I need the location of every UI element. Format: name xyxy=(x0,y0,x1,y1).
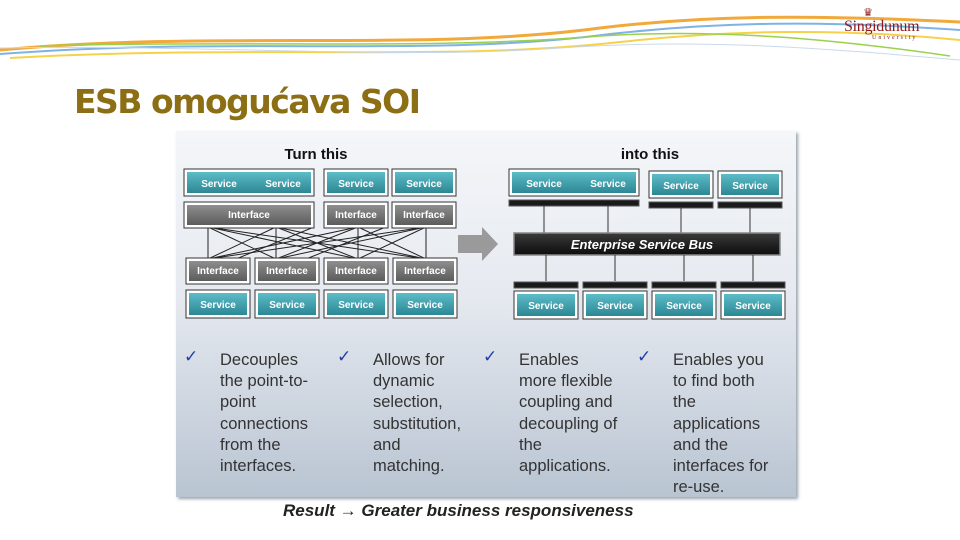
crest-icon: ♛ xyxy=(863,7,873,19)
header-swoosh-decoration xyxy=(0,15,960,61)
benefit-text: Allows for dynamic selection, substituti… xyxy=(373,351,462,476)
esb-label: Enterprise Service Bus xyxy=(571,237,713,252)
service-label: Service xyxy=(528,301,564,312)
esb-figure-panel: Turn this into this Service Service Serv… xyxy=(176,131,796,497)
checkmark-icon: ✓ xyxy=(637,347,652,367)
interface-label: Interface xyxy=(335,266,377,277)
interface-label: Interface xyxy=(197,266,239,277)
service-label: Service xyxy=(269,300,305,311)
left-top-service-group: Service Service Service Service xyxy=(183,168,457,197)
right-bottom-interface-bars xyxy=(513,255,786,289)
service-label: Service xyxy=(265,179,301,190)
esb-diagram: Turn this into this Service Service Serv… xyxy=(183,146,786,320)
service-label: Service xyxy=(338,179,374,190)
service-label: Service xyxy=(407,300,443,311)
point-to-point-lines xyxy=(207,226,427,260)
service-label: Service xyxy=(406,179,442,190)
right-bottom-service-group: Service Service Service Service xyxy=(513,290,786,320)
service-label: Service xyxy=(590,179,626,190)
right-top-interface-bars xyxy=(508,199,783,235)
result-caption: Result → Greater business responsiveness xyxy=(283,501,634,520)
benefit-text: Decouples the point-to- point connection… xyxy=(220,351,309,476)
interface-label: Interface xyxy=(403,210,445,221)
service-label: Service xyxy=(597,301,633,312)
service-label: Service xyxy=(732,181,768,192)
service-label: Service xyxy=(526,179,562,190)
service-label: Service xyxy=(666,301,702,312)
right-heading: into this xyxy=(621,146,679,163)
university-logo: ♛ Singidunum University xyxy=(842,8,934,42)
checkmark-icon: ✓ xyxy=(184,347,199,367)
left-heading: Turn this xyxy=(284,146,347,163)
left-bottom-service-group: Service Service Service Service xyxy=(185,289,458,319)
interface-label: Interface xyxy=(266,266,308,277)
benefit-text: Enables more flexible coupling and decou… xyxy=(519,351,618,476)
service-label: Service xyxy=(663,181,699,192)
slide-title: ESB omogućava SOI xyxy=(74,82,421,121)
interface-label: Interface xyxy=(228,210,270,221)
benefit-text: Enables you to find both the application… xyxy=(673,351,769,497)
service-label: Service xyxy=(201,179,237,190)
interface-label: Interface xyxy=(335,210,377,221)
service-label: Service xyxy=(200,300,236,311)
logo-subtitle: University xyxy=(872,35,918,41)
interface-label: Interface xyxy=(404,266,446,277)
checkmark-icon: ✓ xyxy=(483,347,498,367)
right-top-service-group: Service Service Service Service xyxy=(508,168,783,199)
enterprise-service-bus: Enterprise Service Bus xyxy=(513,232,781,256)
logo-name: Singidunum xyxy=(844,18,920,35)
service-label: Service xyxy=(338,300,374,311)
benefit-list: ✓ Decouples the point-to- point connecti… xyxy=(176,347,796,497)
left-bottom-interface-group: Interface Interface Interface Interface xyxy=(185,257,458,285)
service-label: Service xyxy=(735,301,771,312)
transform-arrow-icon xyxy=(458,227,498,261)
left-top-interface-group: Interface Interface Interface xyxy=(183,201,457,229)
checkmark-icon: ✓ xyxy=(337,347,352,367)
